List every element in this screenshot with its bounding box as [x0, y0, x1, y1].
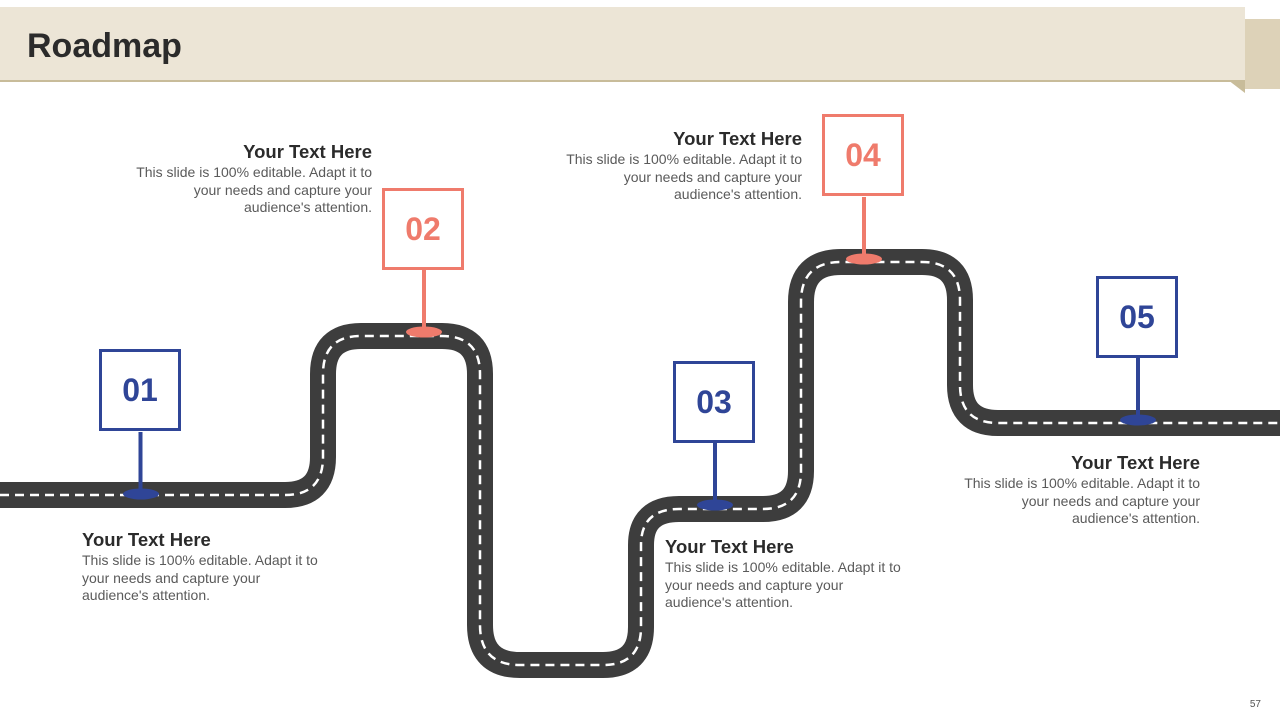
milestone-01-post [138, 432, 143, 494]
milestone-05-body: This slide is 100% editable. Adapt it to… [964, 475, 1200, 527]
milestone-05-post [1136, 358, 1140, 420]
milestone-04-body: This slide is 100% editable. Adapt it to… [566, 151, 802, 203]
title-banner-tab [1245, 19, 1280, 89]
milestone-02-marker [406, 326, 442, 338]
milestone-03-text: Your Text Here This slide is 100% editab… [665, 536, 901, 612]
milestone-03-marker [697, 499, 733, 511]
road-center-dashes [0, 260, 1280, 667]
milestone-04-sign: 04 [822, 114, 904, 196]
milestone-02-sign: 02 [382, 188, 464, 270]
milestone-05-sign: 05 [1096, 276, 1178, 358]
milestone-02-heading: Your Text Here [243, 141, 372, 162]
milestone-04-heading: Your Text Here [673, 128, 802, 149]
milestone-01-marker [123, 488, 159, 500]
milestone-02-text: Your Text Here This slide is 100% editab… [136, 141, 372, 217]
milestone-01-body: This slide is 100% editable. Adapt it to… [82, 552, 318, 604]
milestone-02-post [422, 270, 426, 332]
milestone-01-sign: 01 [99, 349, 181, 431]
milestone-02-body: This slide is 100% editable. Adapt it to… [136, 164, 372, 216]
milestone-03-heading: Your Text Here [665, 536, 794, 557]
milestone-03-post [713, 443, 717, 505]
milestone-03-sign: 03 [673, 361, 755, 443]
milestone-04-marker [846, 253, 882, 265]
page-title: Roadmap [27, 27, 182, 65]
milestone-04-post [862, 197, 866, 259]
milestone-05-heading: Your Text Here [1071, 452, 1200, 473]
milestone-03-body: This slide is 100% editable. Adapt it to… [665, 559, 901, 611]
milestone-01-text: Your Text Here This slide is 100% editab… [82, 529, 318, 605]
milestone-01-heading: Your Text Here [82, 529, 211, 550]
title-banner-fold [1228, 80, 1245, 93]
title-banner [0, 7, 1245, 82]
milestone-04-text: Your Text Here This slide is 100% editab… [566, 128, 802, 204]
milestone-05-text: Your Text Here This slide is 100% editab… [964, 452, 1200, 528]
page-number: 57 [1249, 699, 1261, 710]
milestone-05-marker [1120, 414, 1156, 426]
